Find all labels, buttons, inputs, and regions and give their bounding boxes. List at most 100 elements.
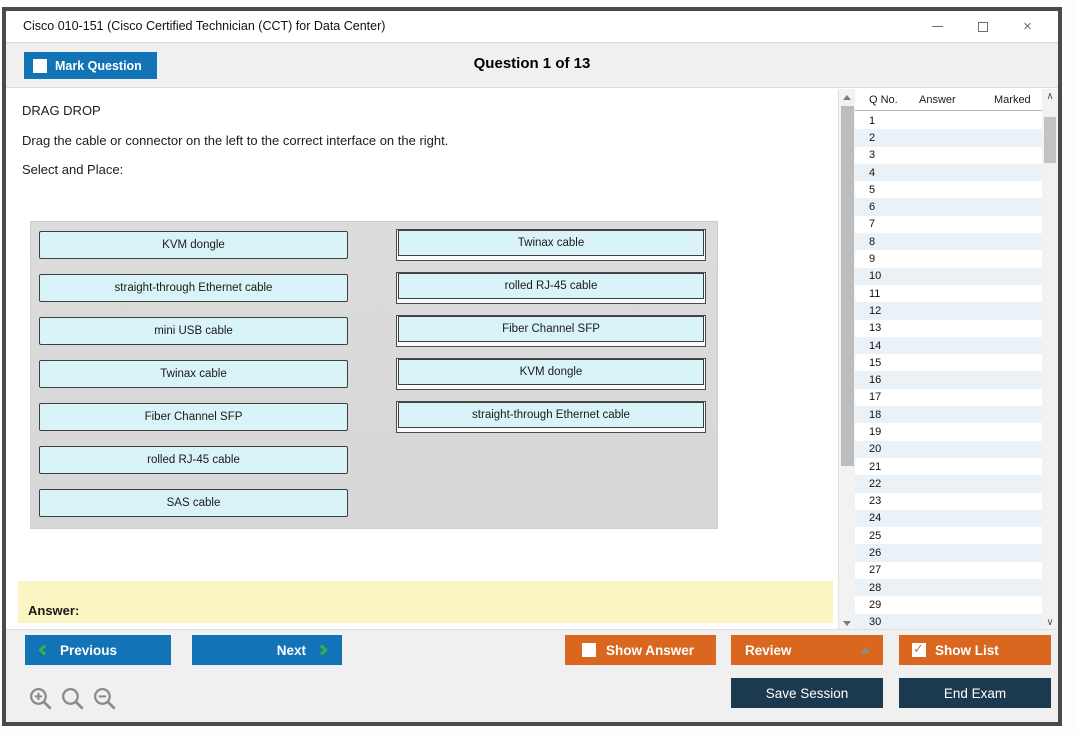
question-body: DRAG DROP Drag the cable or connector on… [6, 89, 838, 629]
question-list-row[interactable]: 13 [855, 319, 1042, 337]
question-list-row[interactable]: 3 [855, 146, 1042, 164]
question-list-row[interactable]: 15 [855, 354, 1042, 372]
placed-item[interactable]: Twinax cable [398, 230, 704, 256]
question-list-row[interactable]: 12 [855, 302, 1042, 320]
drop-target[interactable]: rolled RJ-45 cable [396, 272, 706, 304]
mark-question-label: Mark Question [55, 58, 142, 73]
exam-window: Cisco 010-151 (Cisco Certified Technicia… [2, 7, 1062, 726]
question-list-row[interactable]: 18 [855, 406, 1042, 424]
close-button[interactable]: × [1005, 11, 1050, 42]
question-number: 7 [869, 218, 876, 231]
chevron-left-icon [38, 644, 50, 656]
column-header-answer: Answer [919, 94, 956, 106]
placed-item[interactable]: rolled RJ-45 cable [398, 273, 704, 299]
question-list-row[interactable]: 9 [855, 250, 1042, 268]
close-icon: × [1023, 18, 1032, 35]
sidebar-scrollbar[interactable]: ∧ ∨ [1042, 89, 1058, 631]
question-list-row[interactable]: 22 [855, 475, 1042, 493]
triangle-up-icon [860, 647, 870, 653]
end-exam-button[interactable]: End Exam [899, 678, 1051, 708]
sidebar-scrollbar-thumb[interactable] [1044, 117, 1056, 163]
question-number: 10 [869, 270, 882, 283]
placed-item[interactable]: straight-through Ethernet cable [398, 402, 704, 428]
drop-target[interactable]: straight-through Ethernet cable [396, 401, 706, 433]
minimize-button[interactable] [915, 11, 960, 42]
main-scrollbar[interactable] [838, 89, 855, 631]
drag-source-item[interactable]: mini USB cable [39, 317, 348, 345]
drag-source-item[interactable]: KVM dongle [39, 231, 348, 259]
question-number: 28 [869, 581, 882, 594]
show-answer-label: Show Answer [606, 642, 695, 658]
previous-button[interactable]: Previous [25, 635, 171, 665]
answer-box: Answer: [18, 581, 833, 623]
main-scrollbar-thumb[interactable] [841, 106, 854, 466]
question-list-row[interactable]: 27 [855, 561, 1042, 580]
answer-label: Answer: [28, 603, 80, 618]
mark-question-button[interactable]: Mark Question [24, 52, 157, 79]
question-list-row[interactable]: 1 [855, 112, 1042, 130]
save-session-label: Save Session [765, 685, 849, 701]
question-list-row[interactable]: 23 [855, 492, 1042, 510]
show-list-checkbox[interactable] [912, 642, 926, 657]
question-list-row[interactable]: 26 [855, 544, 1042, 562]
question-list-row[interactable]: 16 [855, 371, 1042, 389]
drag-source-item[interactable]: Twinax cable [39, 360, 348, 388]
previous-label: Previous [60, 642, 118, 658]
question-list-row[interactable]: 24 [855, 509, 1042, 528]
drag-source-item[interactable]: straight-through Ethernet cable [39, 274, 348, 302]
question-list-row[interactable]: 21 [855, 457, 1042, 476]
drag-source-item[interactable]: SAS cable [39, 489, 348, 517]
question-list-row[interactable]: 28 [855, 579, 1042, 597]
question-list-row[interactable]: 6 [855, 198, 1042, 216]
show-list-button[interactable]: Show List [899, 635, 1051, 665]
question-list-row[interactable]: 14 [855, 336, 1042, 355]
zoom-out-icon[interactable] [92, 686, 117, 711]
question-list-row[interactable]: 4 [855, 163, 1042, 182]
drop-target[interactable]: KVM dongle [396, 358, 706, 390]
question-number: 24 [869, 512, 882, 525]
show-answer-checkbox[interactable] [582, 643, 596, 657]
question-list-header: Q No. Answer Marked [855, 89, 1042, 111]
question-list-row[interactable]: 19 [855, 423, 1042, 441]
placed-item[interactable]: Fiber Channel SFP [398, 316, 704, 342]
question-list-row[interactable]: 29 [855, 596, 1042, 614]
question-list-row[interactable]: 7 [855, 215, 1042, 234]
column-header-qno: Q No. [869, 94, 898, 106]
question-type-label: DRAG DROP [22, 103, 101, 118]
question-list-row[interactable]: 25 [855, 527, 1042, 545]
question-list-row[interactable]: 8 [855, 233, 1042, 251]
maximize-button[interactable] [960, 11, 1005, 42]
question-number: 5 [869, 183, 876, 196]
zoom-reset-icon[interactable] [60, 686, 85, 711]
drag-source-item[interactable]: rolled RJ-45 cable [39, 446, 348, 474]
scroll-down-button[interactable] [839, 615, 855, 631]
mark-question-checkbox[interactable] [33, 58, 47, 73]
drag-drop-area: KVM dongle straight-through Ethernet cabl… [30, 221, 718, 529]
next-button[interactable]: Next [192, 635, 342, 665]
question-list-row[interactable]: 10 [855, 267, 1042, 285]
scroll-up-button[interactable] [839, 89, 855, 105]
placed-item[interactable]: KVM dongle [398, 359, 704, 385]
review-button[interactable]: Review [731, 635, 883, 665]
question-list-row[interactable]: 2 [855, 129, 1042, 147]
question-number: 30 [869, 616, 882, 629]
end-exam-label: End Exam [943, 685, 1007, 701]
drop-target[interactable]: Twinax cable [396, 229, 706, 261]
question-number: 23 [869, 495, 882, 508]
zoom-in-icon[interactable] [28, 686, 53, 711]
save-session-button[interactable]: Save Session [731, 678, 883, 708]
question-list-row[interactable]: 30 [855, 613, 1042, 631]
sidebar-scroll-down-button[interactable]: ∨ [1042, 615, 1058, 631]
question-list-row[interactable]: 5 [855, 181, 1042, 199]
show-answer-button[interactable]: Show Answer [565, 635, 716, 665]
question-list-row[interactable]: 20 [855, 440, 1042, 458]
drop-target[interactable]: Fiber Channel SFP [396, 315, 706, 347]
question-list-row[interactable]: 17 [855, 388, 1042, 407]
sidebar-scroll-up-button[interactable]: ∧ [1042, 89, 1058, 105]
drag-source-item[interactable]: Fiber Channel SFP [39, 403, 348, 431]
question-list-row[interactable]: 11 [855, 284, 1042, 303]
question-number: 8 [869, 235, 876, 248]
content-area: DRAG DROP Drag the cable or connector on… [6, 89, 1058, 631]
question-number: 17 [869, 391, 882, 404]
